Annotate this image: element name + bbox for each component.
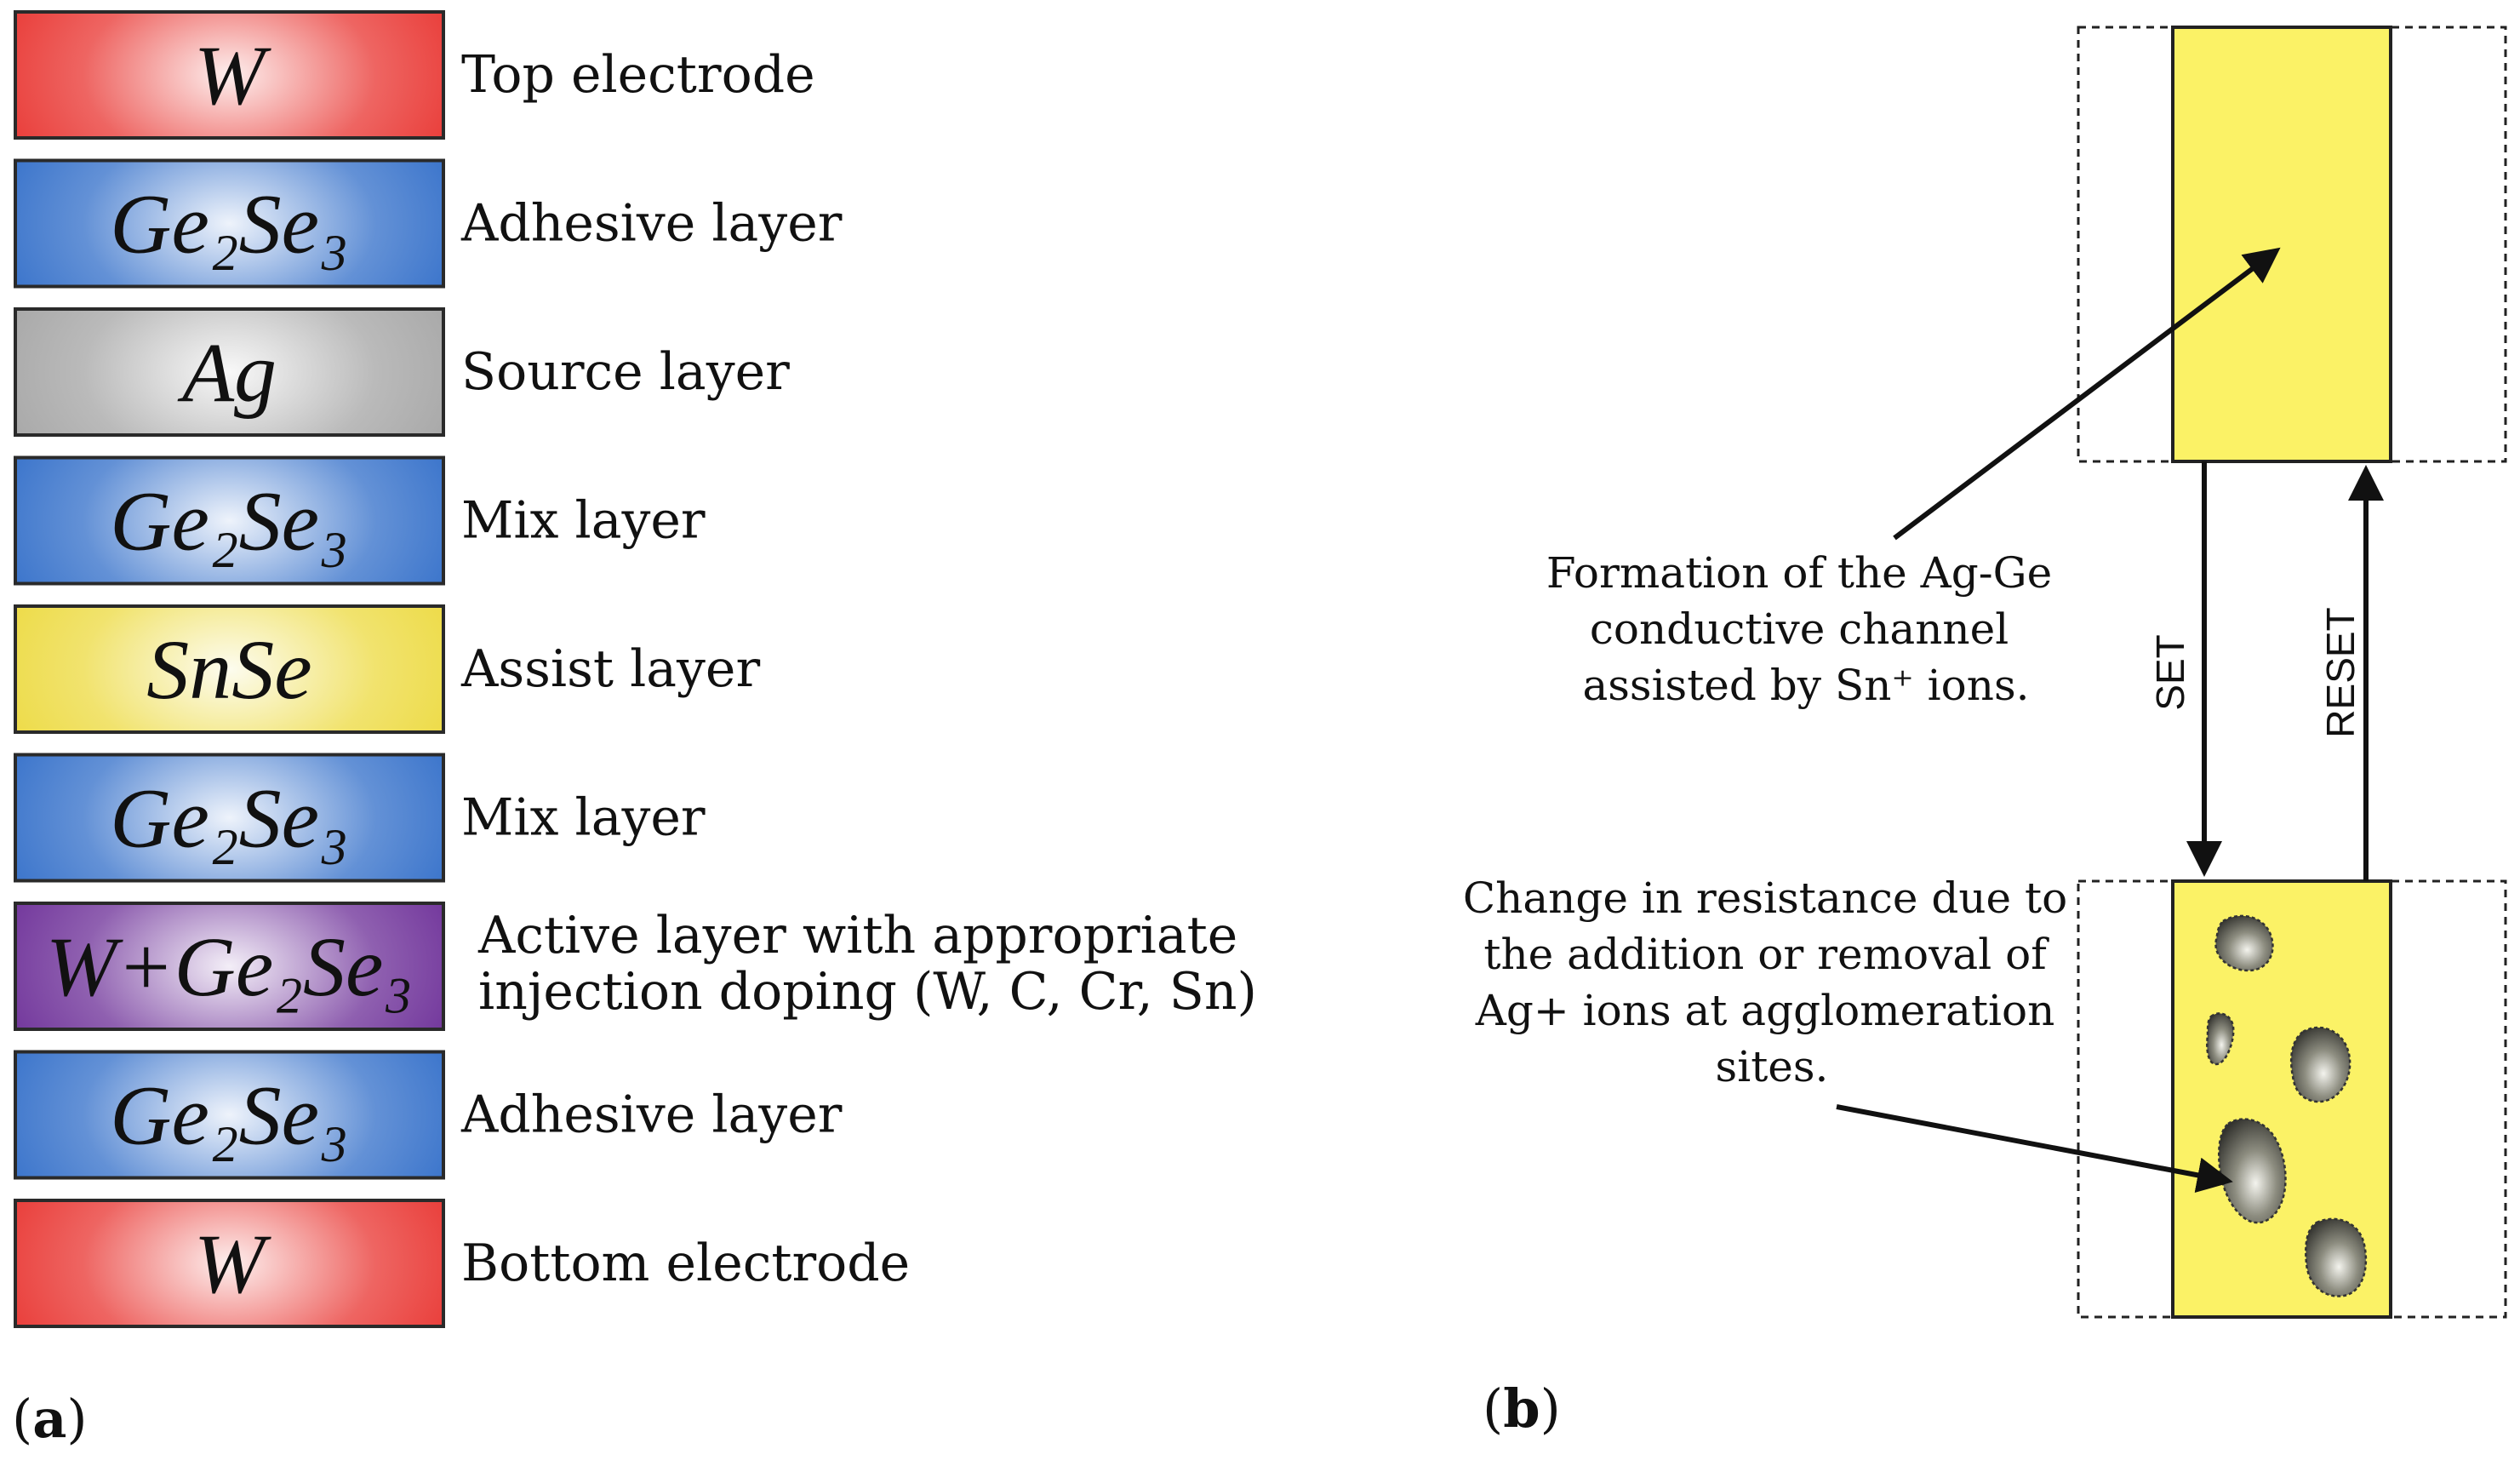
layer-material-label: W+Ge₂Se₃ <box>46 919 413 1014</box>
panel-a-label: (a) <box>12 1388 88 1450</box>
agglomeration-site <box>2214 914 2274 972</box>
reset-label: RESET <box>2318 607 2363 737</box>
top-dashed-frame <box>2077 26 2507 463</box>
bottom-annotation-pointer <box>1836 1104 2233 1194</box>
set-label: SET <box>2148 634 2192 710</box>
top-conductive-channel <box>2171 26 2392 463</box>
channel-diagram-on-state <box>2077 26 2507 463</box>
top-annotation: Formation of the Ag-Ge conductive channe… <box>1546 548 2066 710</box>
layer-material-label: Ge₂Se₃ <box>110 474 349 569</box>
layer-box <box>14 307 445 437</box>
layer-material-label: Ge₂Se₃ <box>110 177 349 272</box>
layer-material-label: Ge₂Se₃ <box>110 1068 349 1163</box>
bottom-annotation-line: sites. <box>1716 1042 1829 1091</box>
bottom-annotation: Change in resistance due to the addition… <box>1463 873 2081 1091</box>
layer-box <box>14 455 445 586</box>
top-annotation-line: Formation of the Ag-Ge <box>1546 548 2052 598</box>
layer-box <box>14 1199 445 1328</box>
layer-box <box>14 1050 445 1180</box>
layer-material-label: Ge₂Se₃ <box>110 771 349 866</box>
agglomeration-site <box>2289 1026 2351 1103</box>
top-annotation-pointer <box>1893 247 2281 541</box>
layer-material-label: W <box>194 1217 271 1311</box>
bottom-annotation-line: Change in resistance due to <box>1463 873 2067 923</box>
layer-box <box>14 10 445 140</box>
layer-description: Top electrode <box>461 45 815 105</box>
agglomeration-site <box>2305 1217 2368 1297</box>
channel-diagram-off-state <box>2077 879 2507 1319</box>
layer-description: Adhesive layer <box>460 1085 843 1145</box>
bottom-annotation-line: Ag+ ions at agglomeration <box>1475 986 2055 1035</box>
layer-box <box>14 753 445 883</box>
bottom-annotation-line: the addition or removal of <box>1483 930 2049 979</box>
layer-description: Source layer <box>461 342 790 402</box>
layer-box <box>14 604 445 734</box>
layer-material-label: Ag <box>177 325 277 420</box>
layer-description: Adhesive layer <box>460 194 843 254</box>
layer-description: Mix layer <box>461 491 706 551</box>
layer-description: Bottom electrode <box>461 1234 910 1293</box>
panel-b-label: (b) <box>1483 1377 1561 1440</box>
layer-material-label: SnSe <box>146 622 311 717</box>
layer-box <box>14 158 445 289</box>
top-annotation-line: conductive channel <box>1590 604 2009 654</box>
top-annotation-line: assisted by Sn⁺ ions. <box>1582 661 2029 710</box>
layer-description: Mix layer <box>461 788 706 848</box>
layer-box <box>14 902 445 1031</box>
layer-description: Assist layer <box>460 639 760 699</box>
layer-material-label: W <box>194 28 271 123</box>
agglomeration-site <box>2206 1012 2235 1066</box>
